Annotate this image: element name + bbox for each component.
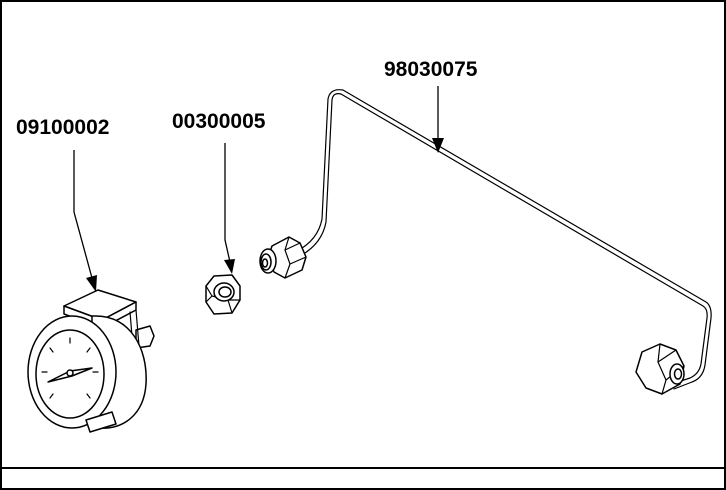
part-number-nut: 00300005	[172, 110, 266, 133]
part-number-tube: 98030075	[384, 58, 478, 81]
part-number-gauge: 09100002	[16, 116, 109, 139]
left-tube-fitting	[259, 236, 307, 279]
gauge-bottom-tab	[85, 411, 117, 433]
gauge-needle-hub	[66, 369, 74, 377]
leader-line-gauge	[73, 150, 93, 279]
leader-arrow-gauge	[86, 275, 97, 292]
leader-arrow-nut	[224, 259, 235, 274]
leader-line-nut	[224, 143, 231, 263]
tube-outer-line	[299, 93, 708, 385]
pressure-gauge	[27, 289, 155, 433]
gauge-dial-ticks	[41, 337, 99, 399]
tube-assembly	[259, 89, 712, 395]
leader-arrow-tube	[432, 138, 444, 153]
lock-nut	[205, 274, 241, 315]
right-tube-nut	[635, 343, 685, 395]
tube-inner-line	[296, 89, 712, 390]
leader-lines	[73, 86, 444, 292]
